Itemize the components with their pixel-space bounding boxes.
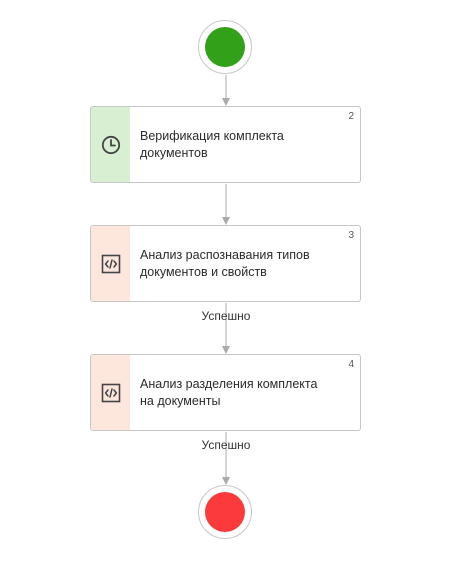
task-2-number: 2 [348,111,354,122]
task-3-type-recognition[interactable]: Анализ распознавания типов документов и … [90,225,361,302]
task-4-title: Анализ разделения комплекта на документы [130,376,341,410]
task-4-number: 4 [348,359,354,370]
edge-label-success-2: Успешно [201,438,251,452]
end-event-fill [205,492,245,532]
task-3-title-line-1: Анализ распознавания типов [140,247,310,262]
task-2-strip [91,107,130,182]
end-event[interactable] [198,485,252,539]
task-2-title-line-2: документов [140,145,208,160]
code-icon [101,254,121,274]
task-3-title-line-2: документов и свойств [140,264,267,279]
task-4-strip [91,355,130,430]
task-2-title-line-1: Верификация комплекта [140,128,284,143]
clock-icon [101,135,121,155]
start-event[interactable] [198,20,252,74]
task-4-title-line-1: Анализ разделения комплекта [140,376,318,391]
start-event-fill [205,27,245,67]
task-2-title: Верификация комплекта документов [130,128,308,162]
task-4-title-line-2: на документы [140,393,221,408]
task-2-verification[interactable]: Верификация комплекта документов 2 [90,106,361,183]
code-icon [101,383,121,403]
task-4-split-analysis[interactable]: Анализ разделения комплекта на документы… [90,354,361,431]
task-3-title: Анализ распознавания типов документов и … [130,247,334,281]
edge-label-success-1: Успешно [201,309,251,323]
task-3-strip [91,226,130,301]
task-3-number: 3 [348,230,354,241]
